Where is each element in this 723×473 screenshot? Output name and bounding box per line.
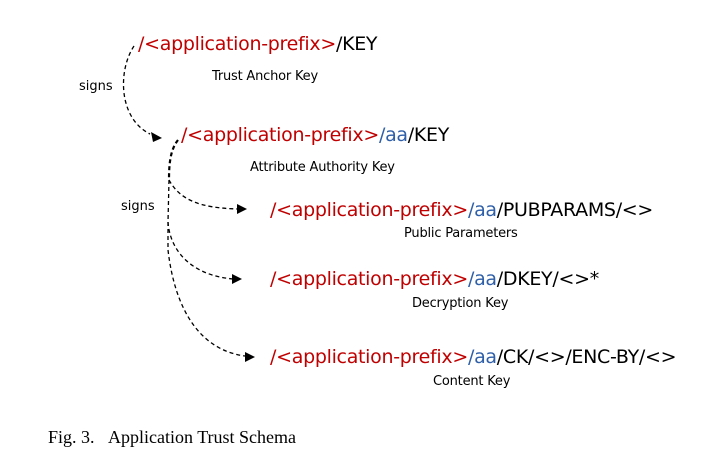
arrowhead-aa-to-ck [245, 352, 255, 362]
node-public-parameters-label: Public Parameters [404, 226, 518, 241]
node-trust-anchor-name: /<application-prefix>/KEY [138, 33, 378, 55]
name-rest-segment: /KEY [335, 33, 378, 55]
edge-aa-to-dkey [167, 179, 234, 280]
figure-number: Fig. 3. [48, 427, 95, 447]
edge-ta-to-aa [122, 45, 151, 135]
name-rest-segment: /KEY [407, 124, 450, 146]
edge-label-signs: signs [79, 79, 113, 94]
node-decryption-key-name: /<application-prefix>/aa/DKEY/<>* [270, 268, 599, 290]
edge-label-signs: signs [121, 199, 155, 214]
arrowhead-ta-to-aa [151, 132, 162, 142]
node-attribute-authority-name: /<application-prefix>/aa/KEY [181, 124, 449, 146]
name-aa-segment: /aa [467, 346, 497, 368]
name-rest-segment: /PUBPARAMS/<> [496, 199, 654, 221]
name-prefix-segment: /<application-prefix> [270, 199, 468, 221]
node-attribute-authority-label: Attribute Authority Key [250, 160, 395, 175]
node-public-parameters-name: /<application-prefix>/aa/PUBPARAMS/<> [270, 199, 653, 221]
node-content-key-name: /<application-prefix>/aa/CK/<>/ENC-BY/<> [270, 346, 677, 368]
node-decryption-key-label: Decryption Key [412, 296, 509, 311]
name-rest-segment: /DKEY/<>* [496, 268, 599, 290]
name-prefix-segment: /<application-prefix> [138, 33, 336, 55]
edge-aa-to-ck [167, 222, 246, 357]
node-content-key-label: Content Key [433, 374, 511, 389]
figure-caption: Fig. 3. Application Trust Schema [48, 427, 296, 448]
edge-aa-trunk [167, 139, 179, 181]
name-aa-segment: /aa [378, 124, 408, 146]
arrowhead-aa-to-dkey [232, 274, 242, 284]
name-prefix-segment: /<application-prefix> [270, 346, 468, 368]
arrowhead-aa-to-pubparams [237, 204, 247, 214]
name-aa-segment: /aa [467, 199, 497, 221]
edge-aa-to-pubparams [168, 179, 239, 210]
name-aa-segment: /aa [467, 268, 497, 290]
name-rest-segment: /CK/<>/ENC-BY/<> [496, 346, 677, 368]
name-prefix-segment: /<application-prefix> [270, 268, 468, 290]
name-prefix-segment: /<application-prefix> [181, 124, 379, 146]
node-trust-anchor-label: Trust Anchor Key [212, 69, 318, 84]
figure-title: Application Trust Schema [108, 427, 297, 447]
